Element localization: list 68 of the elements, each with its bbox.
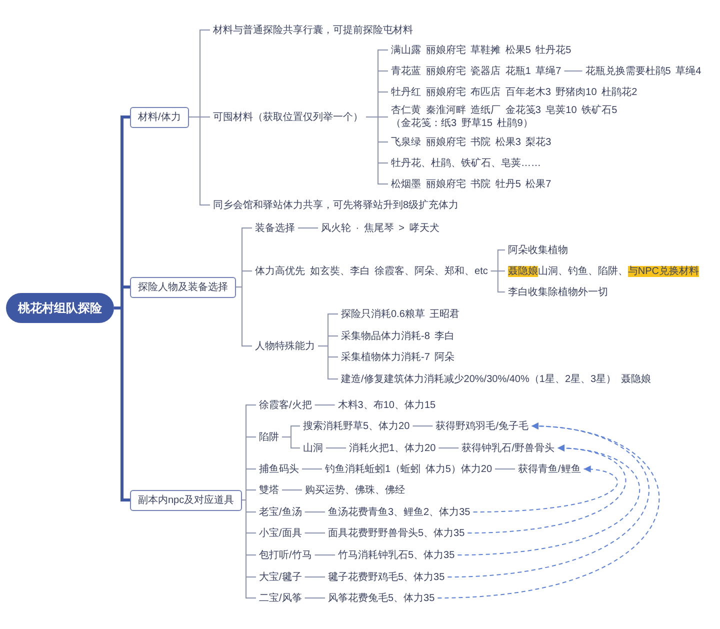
curved-arrow [457, 445, 640, 556]
topic-text: 获得青鱼/鲤鱼 [515, 462, 584, 476]
topic-text: 装备选择 [252, 220, 298, 236]
connector-line [242, 500, 256, 598]
topic-box: 探险人物及装备选择 [130, 276, 236, 298]
topic-text: 李白收集除植物外一切 [504, 284, 611, 300]
topic-text: 竹马消耗钟乳石5、体力35 [335, 548, 458, 562]
topic-text: 花瓶兑换需要杜鹃5 草绳4 [582, 64, 704, 78]
topic-text: 陷阱 [256, 430, 282, 444]
topic-text: 体力高优先 如玄奘、李白 徐霞客、阿朵、郑和、etc [252, 264, 491, 278]
topic-text: 徐霞客/火把 [256, 398, 315, 412]
connector-line [188, 116, 210, 206]
connector-line [314, 404, 336, 406]
connector-line [236, 286, 252, 346]
curved-arrow [472, 466, 618, 512]
connector-line [564, 70, 583, 72]
topic-text: 青花蓝 丽娘府宅 瓷器店 花瓶1 草绳7 [388, 64, 564, 78]
topic-text: 面具花费野野兽骨头5、体力35 [325, 526, 468, 540]
connector-line [314, 554, 336, 556]
connector-line [490, 270, 506, 292]
topic-text: 牡丹红 丽娘府宅 布匹店 百年老木3 野猪肉10 杜鹃花2 [388, 84, 640, 100]
topic-text: 采集物品体力消耗-8 李白 [338, 328, 458, 344]
topic-text: 包打听/竹马 [256, 548, 315, 562]
topic-text: 毽子花费野鸡毛5、体力35 [325, 570, 448, 584]
topic-text: 消耗火把1、体力20 [346, 440, 439, 456]
topic-text: 获得野鸡羽毛/兔子毛 [432, 418, 532, 434]
topic-text: 人物特殊能力 [252, 338, 318, 354]
topic-text: 获得钟乳石/野兽骨头 [458, 440, 558, 456]
topic-text: 钓鱼消耗蚯蚓1（蚯蚓 体力5）体力20 [322, 462, 496, 476]
curved-arrow [467, 445, 626, 534]
connector-line [282, 436, 300, 448]
topic-text: 可囤材料（获取位置仅列举一个） [210, 110, 366, 124]
connector-line [494, 468, 516, 470]
topic-text: 山洞 [300, 440, 326, 456]
topic-box: 副本内npc及对应道具 [130, 490, 242, 510]
root-topic: 桃花村组队探险 [6, 293, 114, 323]
topic-text: 同乡会馆和驿站体力共享，可先将驿站升到8级扩充体力 [210, 198, 462, 212]
curved-arrow [437, 423, 659, 598]
topic-text: 飞泉绿 丽娘府宅 书院 松果3 梨花3 [388, 134, 554, 150]
topic-text: 材料与普通探险共享行囊，可提前探险屯材料 [210, 22, 416, 38]
topic-box: 材料/体力 [130, 106, 189, 128]
topic-text: 探险只消耗0.6粮草 王昭君 [338, 306, 463, 322]
connector-line [304, 576, 326, 578]
topic-text: 鱼汤花费青鱼3、鲤鱼2、体力35 [325, 504, 474, 520]
topic-text: 聂隐娘山洞、钓鱼、陷阱、与NPC兑换材料 [504, 264, 702, 278]
topic-text: 搜索消耗野草5、体力20 [300, 418, 413, 434]
topic-text: 松烟墨 丽娘府宅 书院 牡丹5 松果7 [388, 176, 554, 192]
connector-line [366, 116, 388, 184]
topic-text: 老宝/鱼汤 [256, 504, 305, 520]
topic-text: 木料3、布10、体力15 [334, 398, 439, 412]
connector-line [304, 532, 326, 534]
topic-text: 风筝花费兔毛5、体力35 [325, 590, 438, 606]
topic-text: 小宝/面具 [256, 526, 305, 540]
topic-text: 满山露 丽娘府宅 草鞋摊 松果5 牡丹花5 [388, 42, 574, 58]
curved-arrow [447, 423, 649, 578]
topic-text: 牡丹花、杜鹃、铁矿石、皂荚…… [388, 156, 544, 170]
topic-text: 大宝/毽子 [256, 570, 305, 584]
topic-text: 捕鱼码头 [256, 462, 302, 476]
connector-line [318, 346, 338, 380]
topic-text: 阿朵收集植物 [504, 242, 571, 258]
topic-text: 二宝/风筝 [256, 590, 305, 606]
topic-text: 建造/修复建筑体力消耗减少20%/30%/40%（1星、2星、3星） 聂隐娘 [338, 372, 654, 386]
topic-text: 购买运势、佛珠、佛经 [302, 482, 408, 498]
topic-text: 杏仁黄 秦淮河畔 造纸厂 金花笺3 皂荚10 铁矿石5 （金花笺：纸3 野草15 杜鹃9） [388, 103, 640, 131]
connector-line [302, 468, 322, 470]
topic-text: 雙塔 [256, 482, 282, 498]
topic-text: 采集植物体力消耗-7 阿朵 [338, 350, 458, 364]
topic-text: 风火轮 · 焦尾琴 > 哮天犬 [318, 220, 442, 236]
